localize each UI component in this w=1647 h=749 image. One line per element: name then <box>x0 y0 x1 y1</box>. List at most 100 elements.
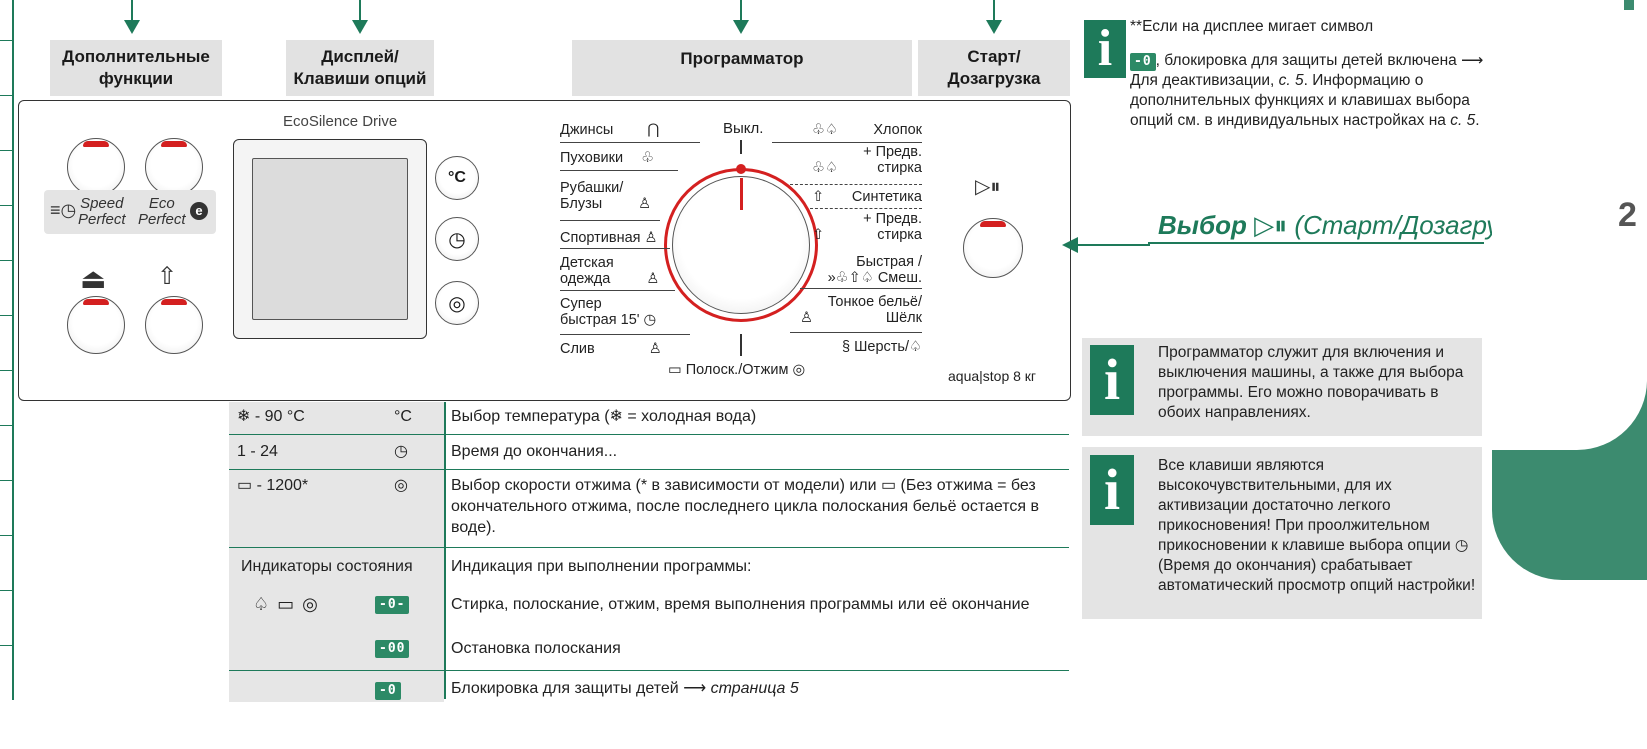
row-divider <box>229 670 1069 671</box>
childlock-page-link[interactable]: страница 5 <box>710 680 799 697</box>
heading-underline <box>1148 242 1484 244</box>
pointer-arrow-programmer <box>740 0 742 22</box>
options-table: ❄ - 90 °C °C Выбор температура (❄ = холо… <box>229 402 1069 700</box>
prog-cotton-prewash: + Предв.♧♤стирка <box>812 144 922 176</box>
divider <box>790 184 922 185</box>
prog-cotton: ♧♤Хлопок <box>812 122 922 138</box>
status-childlock-desc: Блокировка для защиты детей ⟶ страница 5 <box>451 680 799 697</box>
rinse-plus-icon: ⇧ <box>157 263 178 290</box>
row-spin-desc: Выбор скорости отжима (* в зависимости о… <box>451 477 1040 536</box>
display-running-symbol: -0- <box>375 596 410 614</box>
info-icon: i <box>1090 455 1134 525</box>
status-running-desc: Стирка, полоскание, отжим, время выполне… <box>451 596 1030 613</box>
start-heading: Выбор ▷⏸ (Старт/Дозагрузка) <box>1158 210 1547 240</box>
note-keys-box <box>1082 447 1482 619</box>
brand-label: EcoSilence Drive <box>283 113 398 130</box>
off-tick <box>740 140 742 154</box>
divider <box>772 142 922 143</box>
arrowhead <box>352 20 368 34</box>
table-right-bg <box>444 402 1070 702</box>
divider <box>800 288 922 289</box>
prog-wool: § Шерсть/♤ <box>842 339 922 355</box>
divider <box>560 220 660 221</box>
status-icons: ♤▭◎ <box>253 594 326 614</box>
arrowhead <box>124 20 140 34</box>
green-edge-cutout <box>1492 0 1647 450</box>
display-rinse-hold-symbol: -00 <box>375 640 410 658</box>
end-time-button[interactable]: ◷ <box>435 217 479 261</box>
row-divider <box>229 469 1069 470</box>
top-corner-mark <box>1624 0 1634 10</box>
start-pause-button[interactable] <box>963 218 1023 278</box>
temperature-button[interactable]: °C <box>435 156 479 200</box>
display-screen <box>252 158 408 320</box>
aquastop-label: aqua|stop 8 кг <box>948 368 1037 384</box>
dial-dot <box>736 164 746 174</box>
start-pause-icon: ▷⏸ <box>975 176 1001 198</box>
row-temp-symbol: °C <box>394 408 412 425</box>
prog-drain: Слив ♙ <box>560 341 662 357</box>
eco-e-icon: e <box>190 202 208 220</box>
left-edge-strip <box>0 0 14 700</box>
divider <box>560 248 670 249</box>
status-rinse-hold-desc: Остановка полоскания <box>451 640 621 657</box>
info-icon: i <box>1090 345 1134 415</box>
dial-pointer <box>740 178 743 210</box>
arrow-left-head <box>1062 237 1078 253</box>
display-childlock-symbol: -0 <box>375 682 401 700</box>
status-indicators-label: Индикаторы состояния <box>241 558 413 575</box>
arrowhead <box>733 20 749 34</box>
pointer-arrow-display <box>359 0 361 22</box>
divider <box>810 208 922 209</box>
bottom-tick <box>740 334 742 356</box>
row-spin-symbol: ◎ <box>394 477 408 494</box>
rinse-plus-button[interactable] <box>145 296 203 354</box>
easy-iron-button[interactable] <box>67 296 125 354</box>
row-spin-range: ▭ - 1200* <box>237 477 309 494</box>
speed-timer-icon: ≡◷ <box>50 200 77 220</box>
row-time-symbol: ◷ <box>394 443 408 460</box>
childlock-display-symbol: -0 <box>1130 53 1156 71</box>
row-time-range: 1 - 24 <box>237 443 278 460</box>
rinse-hold-label: ▭ Полоск./Отжим ◎ <box>668 362 806 378</box>
prog-synthetic-prewash: + Предв.⇧стирка <box>812 211 922 243</box>
prog-shirts: Рубашки/Блузы ♙ <box>560 180 652 212</box>
display-frame <box>233 139 427 339</box>
tab-programmer: Программатор <box>572 40 912 96</box>
prog-synthetic: ⇧Синтетика <box>812 189 922 205</box>
tab-display-options: Дисплей/Клавиши опций <box>286 40 434 96</box>
row-divider <box>229 434 1069 435</box>
edge-spacer <box>1608 0 1647 749</box>
divider <box>560 142 700 143</box>
childlock-note: **Если на дисплее мигает символ -0, блок… <box>1130 18 1484 129</box>
status-indicators-desc: Индикация при выполнении программы: <box>451 558 752 575</box>
speed-perfect-button[interactable] <box>67 138 125 196</box>
tab-start-reload: Старт/Дозагрузка <box>918 40 1070 96</box>
prog-down-jackets: Пуховики ♧ <box>560 150 655 166</box>
row-temp-range: ❄ - 90 °C <box>237 408 305 425</box>
divider <box>560 170 678 171</box>
table-column-line <box>444 402 446 699</box>
note-programmer-text: Программатор служит для включения и выкл… <box>1158 344 1464 421</box>
arrowhead <box>986 20 1002 34</box>
iron-icon: ⏏ <box>80 263 107 294</box>
info-icon: i <box>1084 20 1126 78</box>
note-programmer-box <box>1082 338 1482 436</box>
row-divider <box>229 547 1069 548</box>
prog-quick-mix: Быстрая /»♧⇧♤ Смеш. <box>827 254 922 286</box>
page-number: 2 <box>1618 196 1637 234</box>
eco-perfect-button[interactable] <box>145 138 203 196</box>
arrow-left-line <box>1078 244 1150 246</box>
divider <box>790 332 922 333</box>
speed-eco-label-box <box>44 190 216 234</box>
note-keys-text: Все клавиши являются высокочувствительны… <box>1158 457 1476 594</box>
row-time-desc: Время до окончания... <box>451 443 618 460</box>
prog-jeans: Джинсы ⋂ <box>560 122 660 138</box>
spin-button[interactable]: ◎ <box>435 281 479 325</box>
prog-delicate: Тонкое бельё/♙Шёлк <box>800 294 922 326</box>
